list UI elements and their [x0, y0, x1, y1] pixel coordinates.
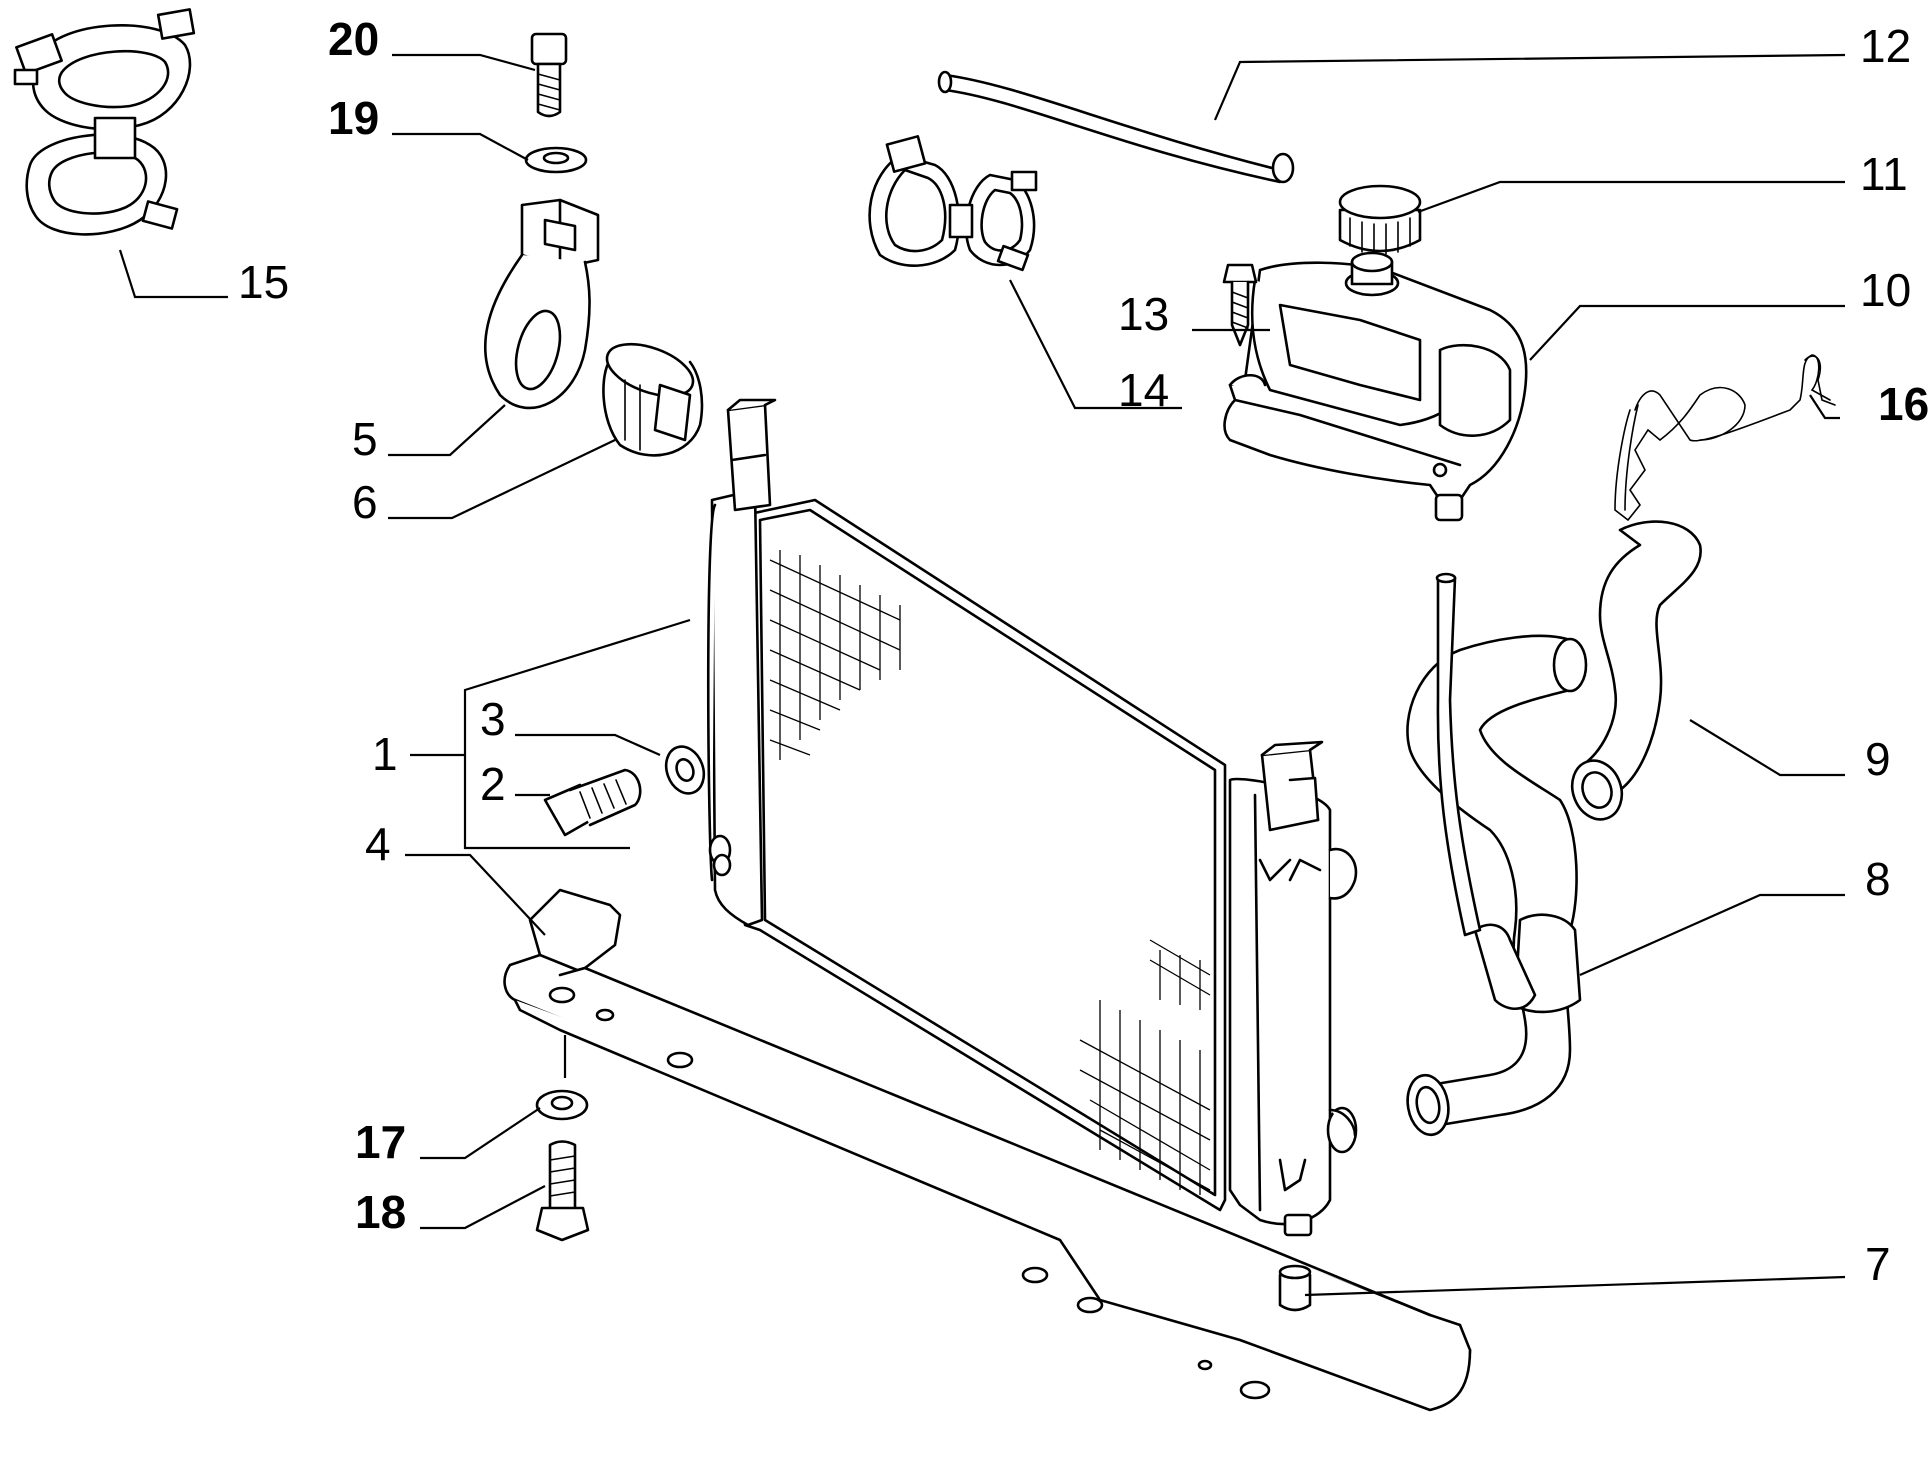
callout-12: 12: [1860, 20, 1911, 72]
part-1-radiator: [706, 398, 1358, 1237]
callout-6: 6: [352, 476, 378, 528]
leader-lines: [118, 53, 1846, 1297]
part-3-seal: [664, 745, 706, 795]
callout-9: 9: [1865, 733, 1891, 785]
part-18-bolt: [535, 1140, 590, 1242]
callout-14: 14: [1118, 364, 1169, 416]
part-6-grommet: [602, 342, 704, 457]
part-10-expansion-tank: [1223, 251, 1528, 522]
callout-3: 3: [480, 693, 506, 745]
part-15-double-clamp: [13, 8, 196, 236]
part-17-washer: [535, 1089, 589, 1121]
callout-5: 5: [352, 413, 378, 465]
part-2-drain-plug: [543, 768, 642, 837]
callout-7: 7: [1865, 1238, 1891, 1290]
callout-19: 19: [328, 92, 379, 144]
callout-16: 16: [1878, 378, 1929, 430]
callout-18: 18: [355, 1186, 406, 1238]
part-14-double-clamp: [868, 135, 1038, 272]
callout-17: 17: [355, 1116, 406, 1168]
callout-8: 8: [1865, 853, 1891, 905]
callout-11: 11: [1860, 148, 1908, 200]
callout-4: 4: [365, 818, 391, 870]
part-8-lower-hose: [1406, 572, 1588, 1137]
part-19-washer: [524, 146, 588, 174]
callout-2: 2: [480, 758, 506, 810]
part-7-plug: [1278, 1264, 1312, 1312]
part-16-wire-clip: [1614, 354, 1836, 522]
callout-15: 15: [238, 256, 289, 308]
part-20-bolt: [530, 32, 568, 118]
part-4-crossmember: [503, 888, 1472, 1412]
callout-20: 20: [328, 13, 379, 65]
part-12-small-hose: [937, 70, 1295, 184]
callout-1: 1: [372, 728, 398, 780]
part-5-bracket: [484, 198, 600, 410]
callout-13: 13: [1118, 288, 1169, 340]
callout-labels: 20 19 5 6 15 12 11 10 13 14 16 9 8 7 1 3…: [238, 13, 1929, 1290]
part-11-filler-cap: [1338, 184, 1422, 255]
part-9-upper-hose: [1570, 520, 1702, 821]
callout-10: 10: [1860, 264, 1911, 316]
